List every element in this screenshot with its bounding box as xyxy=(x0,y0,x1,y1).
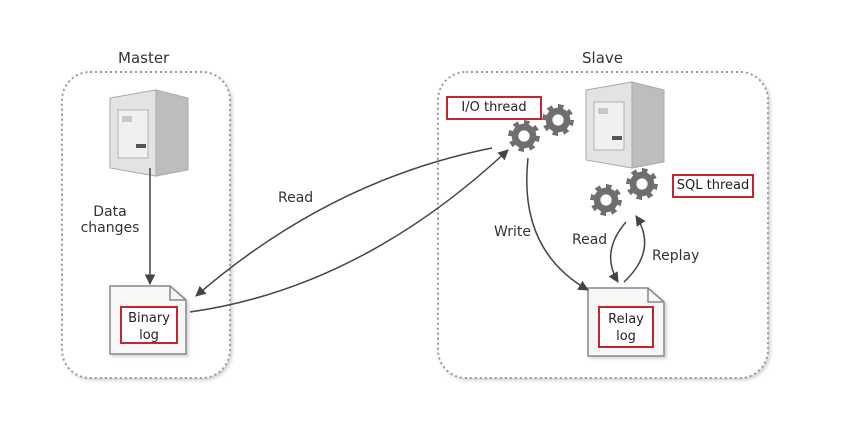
read-relay-label: Read xyxy=(572,232,608,248)
slave-title: Slave xyxy=(582,49,623,67)
relay-log-label: Relay log xyxy=(598,306,654,348)
sql-thread-gear-icon xyxy=(626,168,658,200)
sql-read-relay-arrow xyxy=(608,221,627,283)
io-thread-gear-icon xyxy=(542,104,574,136)
data-changes-label: Data changes xyxy=(80,204,140,236)
sql-thread-gear-icon xyxy=(590,184,622,216)
write-label: Write xyxy=(494,224,531,240)
read-binlog-label: Read xyxy=(278,190,314,206)
master-server-icon xyxy=(109,89,189,177)
io-thread-label: I/O thread xyxy=(446,96,542,120)
io-thread-gear-icon xyxy=(508,120,540,152)
binary-log-label: Binary log xyxy=(120,306,178,344)
replay-label: Replay xyxy=(652,248,700,264)
slave-server-icon xyxy=(585,81,665,169)
gears-group xyxy=(508,104,658,216)
io-read-request-arrow xyxy=(195,147,493,297)
write-relay-arrow xyxy=(526,157,589,291)
binlog-to-io-arrow xyxy=(189,149,509,313)
master-title: Master xyxy=(118,49,170,67)
sql-thread-label: SQL thread xyxy=(672,174,754,198)
replay-arrow xyxy=(623,215,646,283)
